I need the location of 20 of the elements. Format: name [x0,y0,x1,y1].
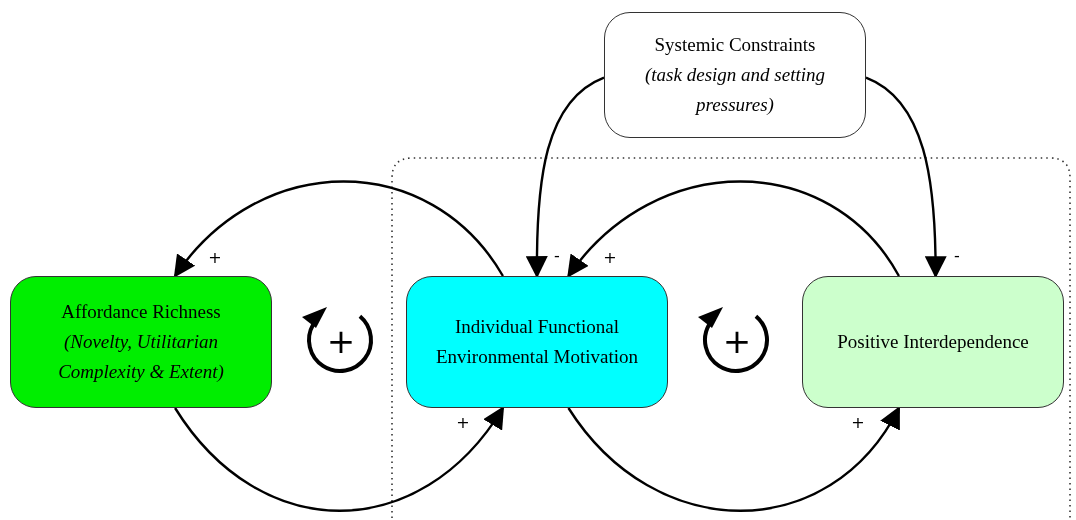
polarity-label: + [602,250,618,266]
node-subtitle: (task design and setting pressures) [644,63,826,117]
rounded-box [802,276,1064,408]
rounded-box [406,276,668,408]
node-subtitle: (Novelty, Utilitarian Complexity & Extent) [57,330,225,384]
node-title: Individual Functional Environmental Motivation [434,315,640,369]
arrow [173,180,504,278]
loop-polarity-label: + [722,324,752,358]
arrow [567,406,901,512]
arrow [174,406,505,512]
loop-polarity-label: + [326,324,356,358]
node-title: Positive Interdependence [837,330,1029,354]
node-title: Systemic Constraints [654,33,816,57]
rounded-box [10,276,272,408]
polarity-label: + [850,415,866,431]
node-title: Affordance Richness [61,300,221,324]
rounded-box [604,12,866,138]
arrow [567,180,900,278]
polarity-label: + [207,250,223,266]
polarity-label: + [455,415,471,431]
